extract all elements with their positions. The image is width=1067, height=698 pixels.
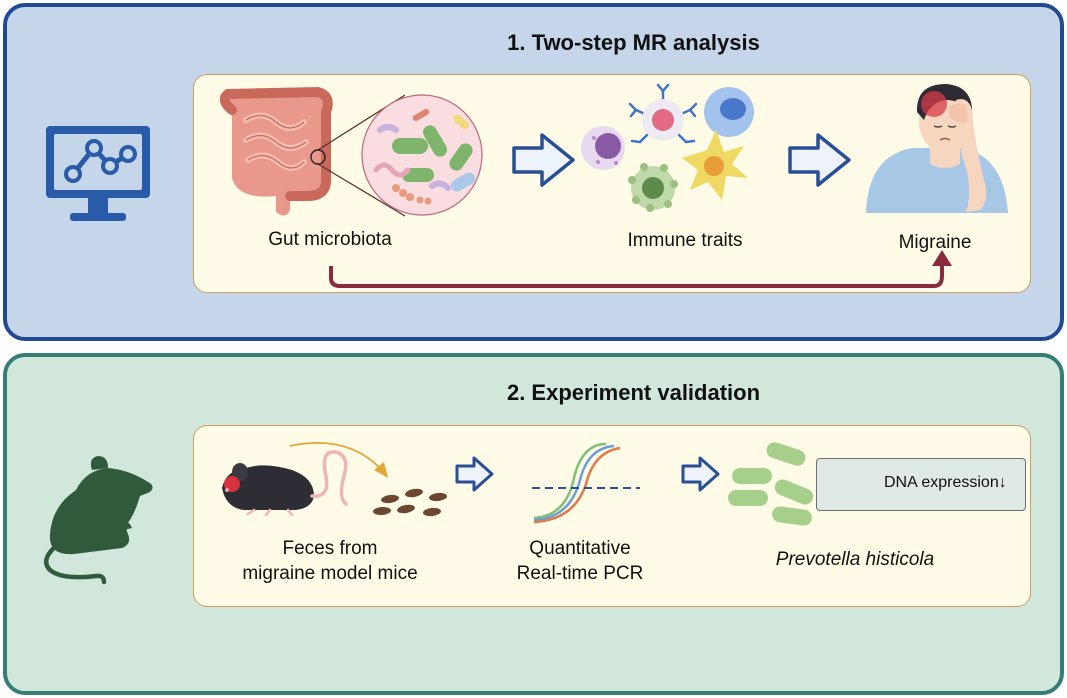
bacterium-label: Prevotella histicola: [775, 549, 935, 570]
experiment-flow-box: [193, 425, 1031, 607]
mouse-icon: [222, 450, 348, 517]
rod-bacteria-icon: [728, 442, 814, 526]
direct-effect-arrow-icon: [329, 250, 952, 288]
dna-expression-box: [816, 458, 1026, 511]
migraine-label: Migraine: [898, 232, 972, 253]
arrow-gut-to-immune-icon: [512, 133, 575, 187]
computer-monitor-network-icon: [46, 126, 150, 221]
microbiota-circle-icon: [310, 94, 483, 217]
section1-title: 1. Two-step MR analysis: [507, 30, 760, 55]
mouse-silhouette-icon: [43, 456, 153, 585]
arrow-feces-to-pcr-icon: [455, 456, 494, 492]
arrow-immune-to-migraine-icon: [788, 133, 851, 187]
gut-microbiota-label: Gut microbiota: [268, 229, 392, 250]
immune-traits-label: Immune traits: [627, 230, 743, 251]
dna-expression-label: DNA expression↓: [884, 474, 1007, 491]
pcr-label-line1: Quantitative: [529, 538, 631, 559]
section2-title: 2. Experiment validation: [506, 380, 761, 405]
feces-label-line1: Feces from: [282, 538, 378, 559]
feces-label-line2: migraine model mice: [242, 563, 418, 584]
immune-cells-icon: [581, 83, 754, 212]
intestine-icon: [219, 86, 333, 216]
arrow-pcr-to-bacteria-icon: [681, 456, 720, 492]
feces-icon: [373, 488, 447, 517]
pcr-curves-icon: [532, 442, 640, 524]
feces-arrow-icon: [289, 441, 388, 478]
headache-person-icon: [866, 84, 1008, 213]
pcr-label-line2: Real-time PCR: [516, 563, 644, 584]
